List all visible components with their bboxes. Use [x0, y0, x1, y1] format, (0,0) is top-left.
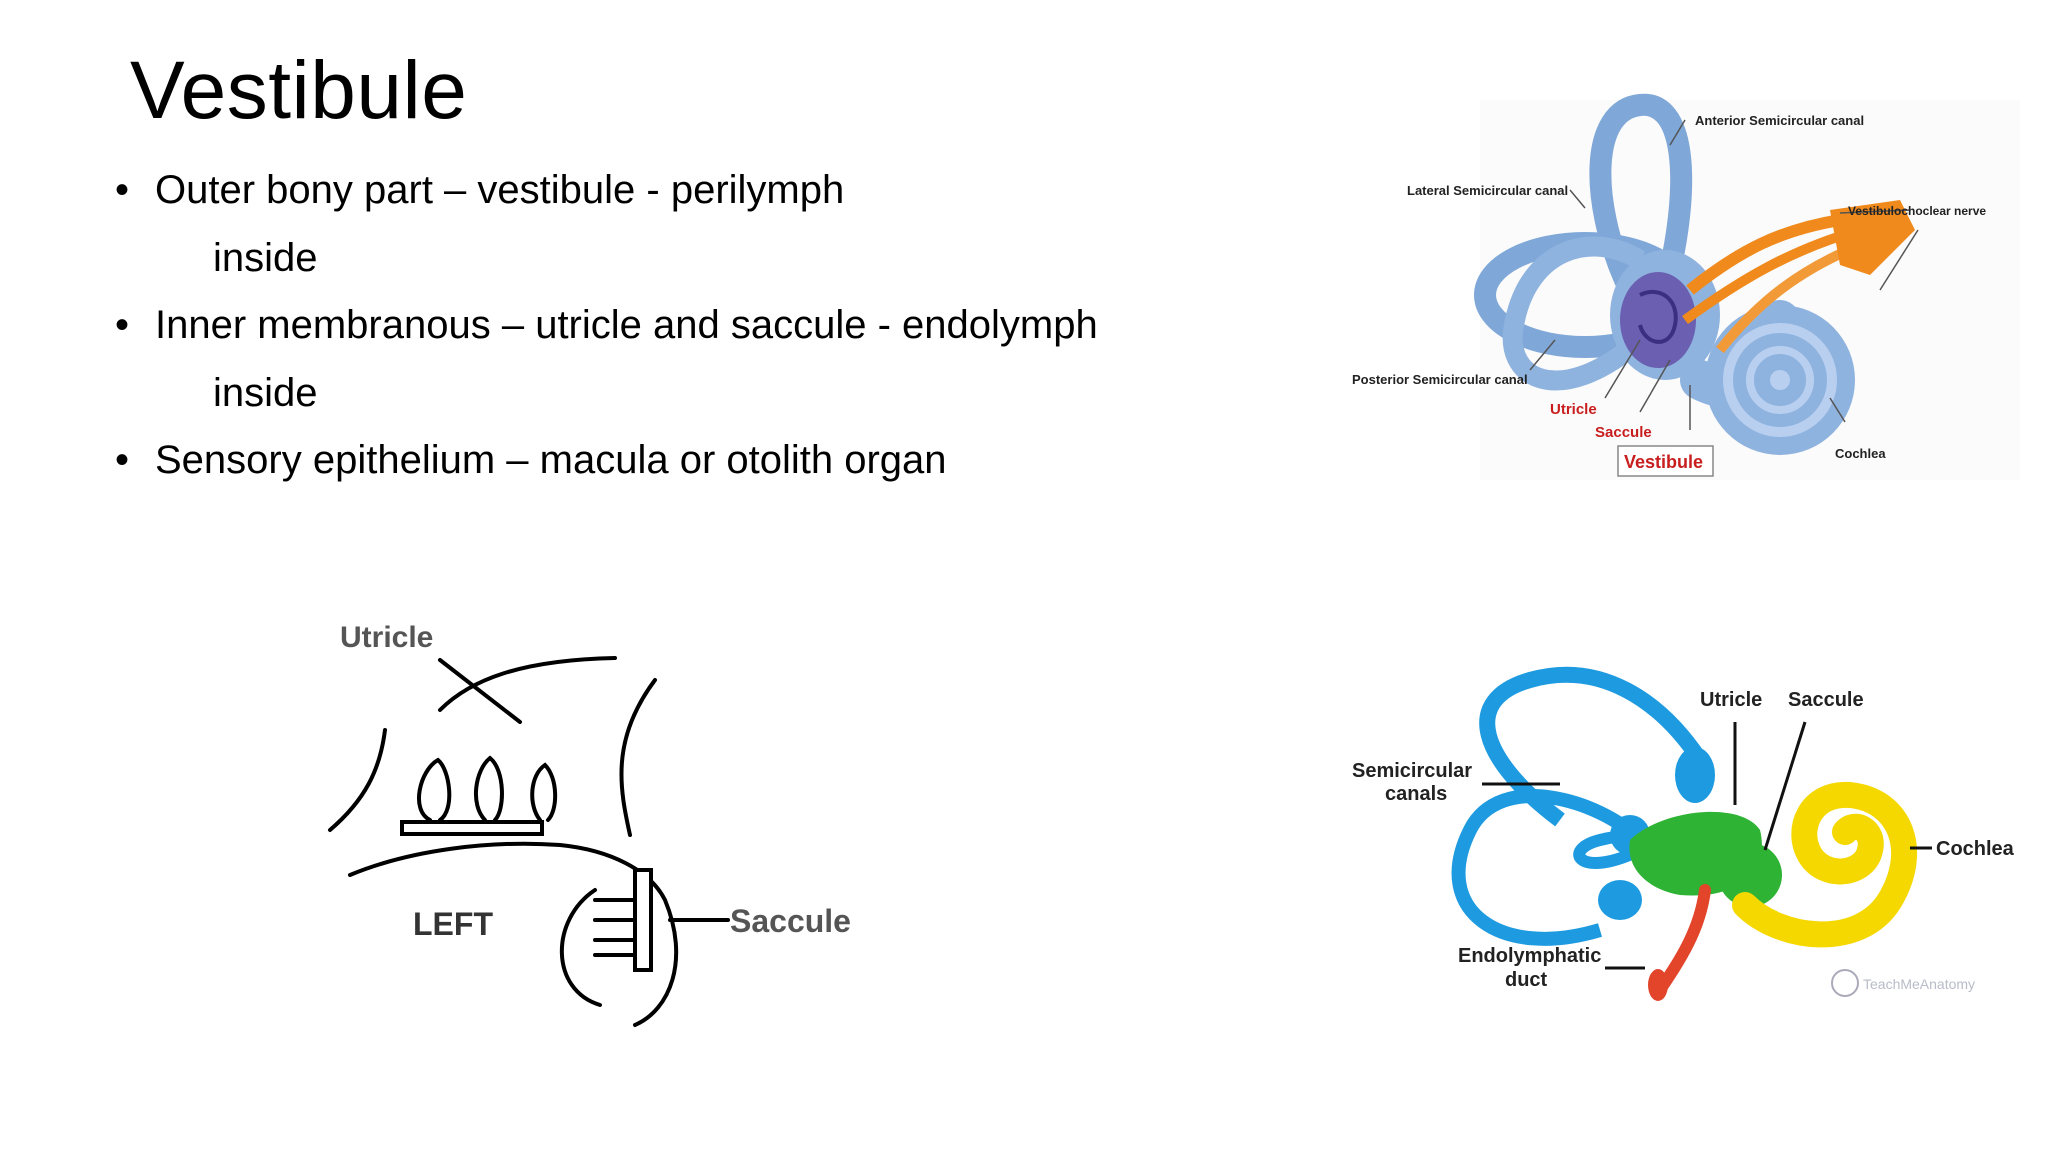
- bullet-glyph: •: [115, 303, 130, 347]
- label-canals: canals: [1385, 783, 1447, 805]
- watermark: TeachMeAnatomy: [1863, 976, 1975, 992]
- label-saccule: Saccule: [730, 903, 851, 939]
- bullet-item: • Outer bony part – vestibule - perilymph: [115, 170, 844, 210]
- labyrinth-illustration: Utricle Saccule Semicircular canals Coch…: [1352, 666, 2015, 1001]
- label-duct: duct: [1505, 969, 1548, 991]
- label-utricle: Utricle: [340, 621, 433, 654]
- bullet-text: Outer bony part – vestibule - perilymph: [155, 168, 845, 212]
- label-anterior-canal: Anterior Semicircular canal: [1695, 113, 1864, 128]
- label-posterior-canal: Posterior Semicircular canal: [1352, 372, 1528, 387]
- bullet-glyph: •: [115, 168, 130, 212]
- bullet-continuation: inside: [213, 236, 318, 280]
- bullet-item: • Sensory epithelium – macula or otolith …: [115, 440, 947, 480]
- bullet-text: Inner membranous – utricle and saccule -…: [155, 303, 1098, 347]
- endolymphatic-duct: [1654, 884, 1711, 996]
- bullet-continuation: inside: [213, 371, 318, 415]
- vestibule-membranous: [1620, 272, 1696, 368]
- label-saccule: Saccule: [1595, 424, 1652, 441]
- copyright-icon: [1831, 969, 1859, 997]
- vestibulocochlear-nerve: [1830, 200, 1915, 275]
- cochlea-turn: [1746, 346, 1814, 414]
- ampulla: [1675, 747, 1715, 803]
- label-left: LEFT: [413, 906, 493, 942]
- inner-ear-figure: Anterior Semicircular canal Lateral Semi…: [1340, 80, 2020, 500]
- label-utricle: Utricle: [1700, 689, 1762, 711]
- superior-canal: [1479, 666, 1707, 827]
- labyrinth-figure: Utricle Saccule Semicircular canals Coch…: [1340, 650, 2030, 1030]
- label-semicircular: Semicircular: [1352, 760, 1472, 782]
- vestibule-label-box: [1617, 445, 1714, 477]
- vestibule-detail: [1638, 289, 1678, 344]
- endolymphatic-sac: [1648, 969, 1668, 1001]
- label-cochlea: Cochlea: [1936, 838, 2015, 860]
- posterior-canal: [1502, 236, 1647, 391]
- label-nerve: Vestibulochoclear nerve: [1848, 204, 1986, 218]
- bullet-text: Sensory epithelium – macula or otolith o…: [155, 438, 947, 482]
- macula-figure: Utricle LEFT Saccule: [290, 600, 860, 1030]
- anterior-canal: [1589, 93, 1693, 291]
- label-utricle: Utricle: [1550, 401, 1597, 418]
- label-lateral-canal: Lateral Semicircular canal: [1407, 183, 1568, 198]
- nerve-branch: [1686, 214, 1841, 295]
- inner-ear-illustration: Anterior Semicircular canal Lateral Semi…: [1352, 93, 2020, 480]
- cochlea-apex: [1770, 370, 1790, 390]
- macula-drawing: Utricle LEFT Saccule: [328, 621, 851, 1027]
- label-endolymphatic: Endolymphatic: [1458, 945, 1601, 967]
- bullet-item: • Inner membranous – utricle and saccule …: [115, 305, 1098, 345]
- ampulla: [1598, 880, 1642, 920]
- saccule: [1718, 843, 1782, 907]
- cochlea-turn: [1723, 323, 1837, 437]
- slide-title: Vestibule: [130, 45, 468, 136]
- posterior-canal: [1451, 789, 1645, 946]
- label-cochlea: Cochlea: [1835, 446, 1886, 461]
- cochlea: [1732, 781, 1918, 948]
- label-saccule: Saccule: [1788, 689, 1864, 711]
- label-vestibule: Vestibule: [1624, 452, 1703, 472]
- bullet-glyph: •: [115, 438, 130, 482]
